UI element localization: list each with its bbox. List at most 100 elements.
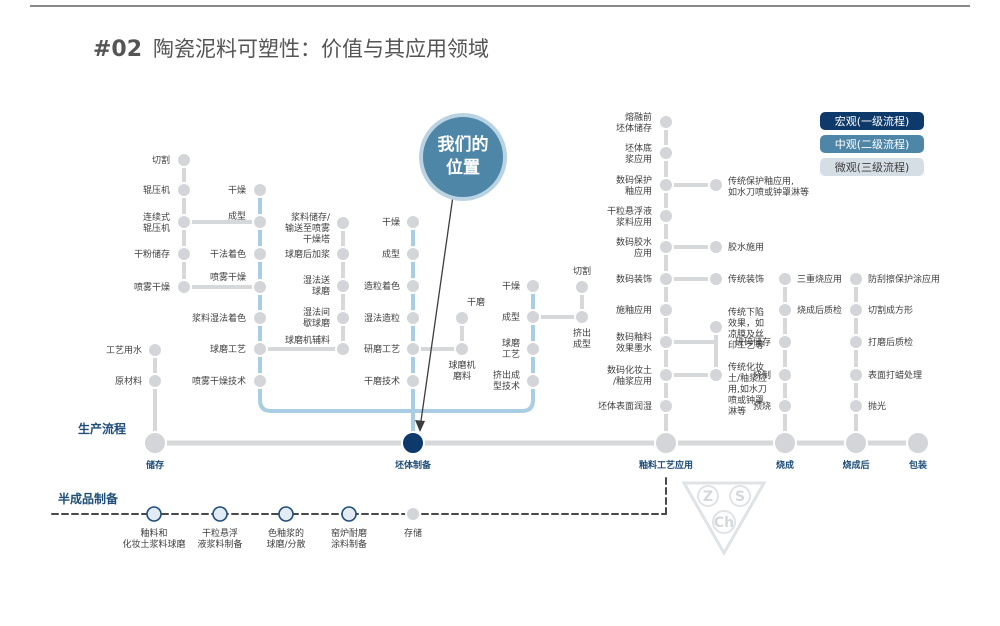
- semi-node-2[interactable]: [212, 506, 228, 522]
- label-triple: 三重烧应用: [797, 273, 842, 285]
- station-labels: 储存 坯体制备 釉料工艺应用 烧成 烧成后 包装: [146, 459, 928, 471]
- label-t4: 印工艺等: [728, 339, 764, 351]
- node-spray-dry-2[interactable]: [252, 279, 268, 295]
- node-cut-square[interactable]: [848, 302, 864, 318]
- node-crush[interactable]: [777, 334, 793, 350]
- label-g7: 施釉应用: [616, 304, 652, 316]
- node-g3[interactable]: [658, 177, 674, 193]
- label-s3a: 色釉浆的: [268, 527, 304, 539]
- node-extrude-form[interactable]: [574, 309, 590, 325]
- label-g5a: 数码胶水: [616, 236, 652, 248]
- node-craft-water[interactable]: [147, 342, 163, 358]
- station-storage[interactable]: [143, 431, 167, 455]
- node-g7[interactable]: [658, 302, 674, 318]
- label-g1a: 熔融前: [625, 111, 652, 123]
- node-ball-mill[interactable]: [252, 341, 268, 357]
- station-glaze[interactable]: [654, 431, 678, 455]
- node-spray-tech[interactable]: [252, 373, 268, 389]
- label-spray-tech: 喷雾干燥技术: [192, 375, 246, 387]
- node-wet-continuous[interactable]: [335, 278, 351, 294]
- node-mill-media[interactable]: [454, 341, 470, 357]
- node-gran-color[interactable]: [405, 278, 421, 294]
- node-wet-color[interactable]: [252, 310, 268, 326]
- node-shine[interactable]: [848, 398, 864, 414]
- label-surface: 表面打蜡处理: [868, 369, 922, 381]
- node-g2[interactable]: [658, 145, 674, 161]
- node-ball-c[interactable]: [525, 341, 541, 357]
- node-slip-storage[interactable]: [335, 215, 351, 231]
- semi-node-3[interactable]: [278, 506, 294, 522]
- node-forming[interactable]: [252, 214, 268, 230]
- node-form-c[interactable]: [525, 309, 541, 325]
- node-trad-engobe[interactable]: [708, 367, 724, 383]
- node-g4[interactable]: [658, 208, 674, 224]
- bubble-line2: 位置: [446, 157, 480, 178]
- node-dry-mill[interactable]: [454, 310, 470, 326]
- node-g6[interactable]: [658, 271, 674, 287]
- node-dry-b[interactable]: [405, 214, 421, 230]
- node-surface[interactable]: [848, 367, 864, 383]
- node-dryer[interactable]: [252, 182, 268, 198]
- node-grind[interactable]: [405, 341, 421, 357]
- node-trad-sink[interactable]: [708, 319, 724, 335]
- label-gran-color: 造粒着色: [364, 280, 400, 292]
- label-dry-c: 干燥: [502, 281, 520, 292]
- station-blank-prep[interactable]: [401, 431, 425, 455]
- node-ball-aux[interactable]: [335, 341, 351, 357]
- logo-s: S: [735, 489, 745, 505]
- label-craft-water: 工艺用水: [106, 344, 142, 356]
- station-firing[interactable]: [773, 431, 797, 455]
- node-spray-dry[interactable]: [176, 279, 192, 295]
- node-glue[interactable]: [708, 239, 724, 255]
- label-protect2: 如水刀喷或钟罩淋等: [728, 186, 809, 198]
- legend-micro-swatch: [820, 158, 924, 176]
- node-dry-powder[interactable]: [176, 246, 192, 262]
- label-glue: 胶水施用: [728, 241, 764, 253]
- semi-node-storage[interactable]: [405, 506, 421, 522]
- node-g10[interactable]: [658, 398, 674, 414]
- label-ball-aux: 球磨机辅料: [285, 334, 330, 346]
- node-g1[interactable]: [658, 114, 674, 130]
- semi-node-4[interactable]: [341, 506, 357, 522]
- label-wet-color: 浆料湿法着色: [192, 312, 246, 324]
- node-triple[interactable]: [777, 271, 793, 287]
- node-dry-c[interactable]: [525, 278, 541, 294]
- label-shine: 抛光: [868, 400, 886, 412]
- node-polish-check[interactable]: [848, 334, 864, 350]
- node-raw-material[interactable]: [147, 373, 163, 389]
- node-deco[interactable]: [708, 271, 724, 287]
- label-g2b: 浆应用: [625, 153, 652, 165]
- label-s3b: 球磨/分散: [266, 538, 305, 550]
- node-anti[interactable]: [848, 271, 864, 287]
- label-s1a: 釉料和: [140, 527, 167, 539]
- node-burn[interactable]: [777, 367, 793, 383]
- node-protect[interactable]: [708, 177, 724, 193]
- node-roller[interactable]: [176, 182, 192, 198]
- label-wet1a: 湿法送: [303, 274, 330, 286]
- node-continuous-roller[interactable]: [176, 214, 192, 230]
- node-wet-gran[interactable]: [405, 310, 421, 326]
- node-after-ball[interactable]: [335, 246, 351, 262]
- node-g8[interactable]: [658, 334, 674, 350]
- node-cut[interactable]: [176, 152, 192, 168]
- logo-circle-ch: [712, 510, 736, 534]
- node-g9[interactable]: [658, 367, 674, 383]
- label-c2: 土/釉浆应: [728, 372, 767, 384]
- station-package[interactable]: [906, 431, 930, 455]
- zsch-logo: Z S Ch: [681, 481, 767, 557]
- label-s1b: 化妆土浆料球磨: [122, 538, 185, 550]
- label-c3: 用,如水刀: [728, 383, 767, 395]
- node-pre[interactable]: [777, 398, 793, 414]
- label-dry-tech: 干磨技术: [364, 375, 400, 387]
- node-wet-batch[interactable]: [335, 310, 351, 326]
- node-extrude-tech[interactable]: [525, 373, 541, 389]
- station-after-firing[interactable]: [844, 431, 868, 455]
- node-g5[interactable]: [658, 239, 674, 255]
- semi-node-1[interactable]: [146, 506, 162, 522]
- label-ball2: 工艺: [502, 349, 520, 360]
- node-dry-color[interactable]: [252, 246, 268, 262]
- node-fire-check[interactable]: [777, 302, 793, 318]
- node-dry-tech[interactable]: [405, 373, 421, 389]
- node-form-b[interactable]: [405, 246, 421, 262]
- node-cut-c[interactable]: [574, 279, 590, 295]
